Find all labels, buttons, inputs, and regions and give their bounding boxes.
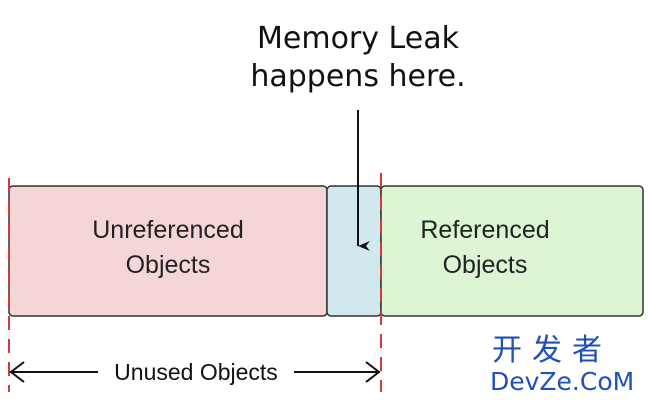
unused-range-right-arrowhead bbox=[365, 361, 381, 383]
leak-region-box bbox=[326, 185, 382, 317]
referenced-label-line-1: Referenced bbox=[420, 216, 549, 244]
annotation-line-2: happens here. bbox=[250, 59, 465, 94]
referenced-label-line-2: Objects bbox=[443, 251, 528, 279]
unused-objects-label: Unused Objects bbox=[114, 359, 278, 385]
unused-range-left-arrowhead bbox=[9, 361, 25, 383]
watermark-chinese: 开发者 bbox=[492, 333, 612, 368]
unreferenced-label-line-1: Unreferenced bbox=[92, 216, 243, 244]
annotation-line-1: Memory Leak bbox=[257, 21, 460, 56]
watermark-latin: DevZe.CoM bbox=[490, 367, 634, 396]
unreferenced-label-line-2: Objects bbox=[126, 251, 211, 279]
